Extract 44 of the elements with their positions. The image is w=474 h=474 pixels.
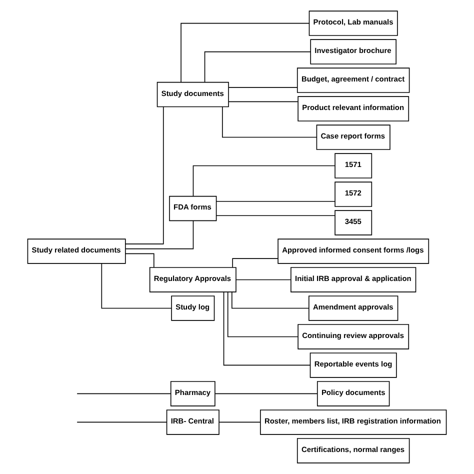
connector: [218, 422, 261, 423]
node-box: IRB- Central: [166, 410, 220, 435]
node-box: Product relevant information: [298, 96, 410, 122]
node-box: Budget, agreement / contract: [296, 68, 410, 93]
node-box: Protocol, Lab manuals: [308, 10, 398, 36]
node-box: Investigator brochure: [310, 39, 396, 64]
connector: [232, 292, 310, 309]
node-box: Reportable events log: [310, 352, 397, 378]
node-box: 3455: [334, 210, 372, 236]
node-box: Continuing review approvals: [298, 324, 410, 350]
node-box: Pharmacy: [170, 381, 216, 406]
node-box: Certifications, normal ranges: [296, 438, 410, 464]
connector: [222, 106, 318, 138]
node-box: Study log: [171, 296, 215, 321]
connector: [228, 87, 298, 88]
connector: [76, 422, 168, 423]
connector: [204, 51, 311, 83]
connector: [228, 101, 298, 102]
connector: [192, 165, 336, 197]
node-box: Study documents: [156, 82, 229, 108]
node-box: Regulatory Approvals: [149, 267, 236, 292]
connector: [236, 279, 292, 280]
connector: [216, 200, 336, 202]
node-box: Roster, members list, IRB registration information: [260, 410, 447, 435]
connector: [101, 263, 172, 309]
node-box: Study related documents: [27, 238, 126, 264]
connector: [214, 393, 318, 394]
node-box: 1572: [334, 182, 372, 207]
connector: [125, 253, 154, 268]
node-box: FDA forms: [169, 196, 217, 222]
connector: [223, 292, 311, 366]
connector: [216, 215, 336, 216]
node-box: Policy documents: [316, 381, 390, 406]
connector: [76, 393, 172, 394]
node-box: Case report forms: [316, 124, 390, 150]
connector: [125, 220, 194, 250]
connector: [232, 258, 278, 268]
node-box: 1571: [334, 153, 372, 178]
connector: [227, 292, 298, 338]
connector: [125, 106, 164, 244]
connector: [180, 22, 310, 83]
node-box: Initial IRB approval & application: [290, 267, 416, 292]
node-box: Approved informed consent forms /logs: [278, 238, 430, 264]
node-box: Amendment approvals: [308, 296, 398, 321]
